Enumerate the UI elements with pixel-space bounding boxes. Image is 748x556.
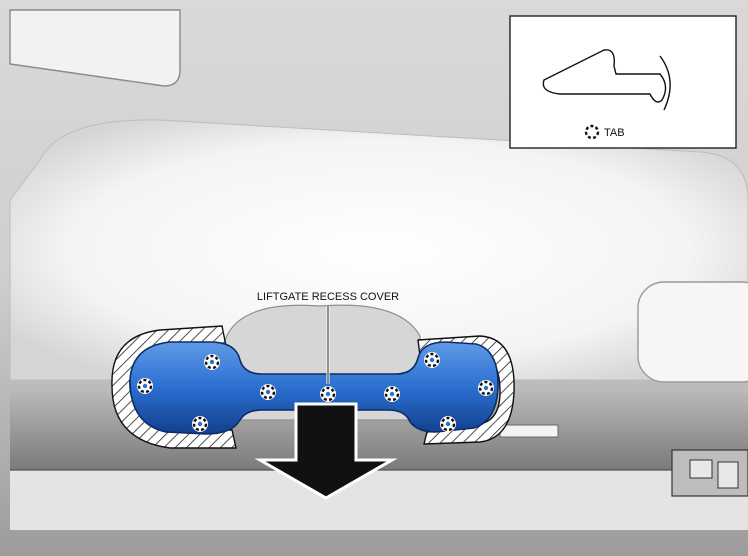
tab-markers — [137, 352, 494, 432]
tab-marker-6 — [384, 386, 400, 402]
tab-profile-sketch — [542, 49, 667, 103]
tab-detail-inset: TAB — [509, 15, 737, 149]
liftgate-recess-cover — [129, 341, 499, 435]
bumper-lower — [10, 470, 748, 530]
tab-marker-5 — [320, 386, 336, 402]
latch-hardware — [671, 449, 748, 497]
tab-marker-7 — [424, 352, 440, 368]
emblem-recess — [637, 281, 748, 383]
tab-legend-icon — [584, 124, 600, 140]
upper-window-panel — [9, 9, 181, 87]
license-lamp — [499, 424, 559, 438]
tab-marker-2 — [204, 354, 220, 370]
tab-marker-9 — [440, 416, 456, 432]
tab-legend-label: TAB — [604, 127, 625, 139]
tab-marker-1 — [137, 378, 153, 394]
tab-marker-3 — [192, 416, 208, 432]
callout-label: LIFTGATE RECESS COVER — [257, 291, 399, 303]
tab-marker-8 — [478, 380, 494, 396]
removal-direction-arrow — [254, 402, 398, 500]
tab-marker-4 — [260, 384, 276, 400]
